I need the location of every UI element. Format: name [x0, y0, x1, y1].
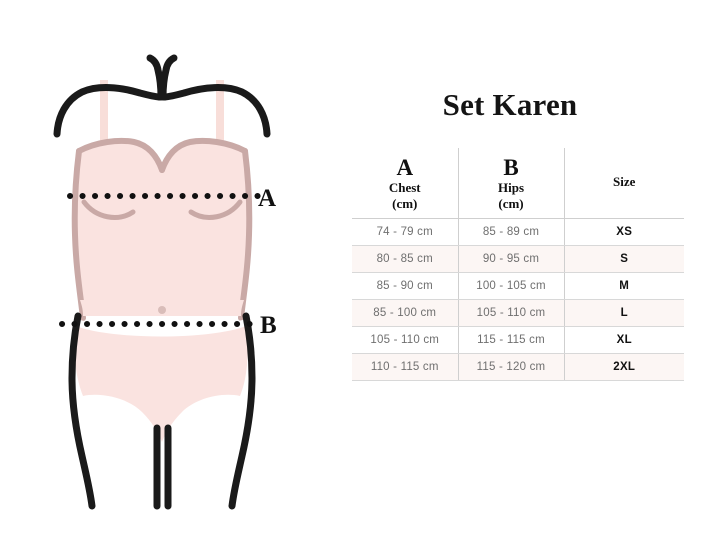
left-strap [100, 80, 108, 148]
header-name-hips: Hips [497, 179, 524, 195]
waistband-gap [72, 318, 250, 335]
body-figure-svg: A B [53, 54, 277, 510]
panty-fill [74, 326, 248, 442]
cell-size: S [563, 245, 684, 273]
straps-group [100, 80, 224, 148]
size-table-head: A Chest (cm) B Hips (cm) Size [352, 148, 684, 219]
page-title: Set Karen [442, 87, 578, 122]
right-neck-hook [159, 54, 178, 101]
cell-hips: 105 - 110 cm [457, 299, 564, 327]
header-cell-size: Size [563, 148, 684, 219]
right-underbust-line [188, 199, 243, 220]
right-cup-outline [159, 137, 248, 173]
cell-hips: 90 - 95 cm [457, 245, 564, 273]
bodice-left-outline [71, 148, 86, 321]
torso-group [71, 137, 253, 321]
cell-chest: 74 - 79 cm [352, 218, 458, 246]
cell-chest: 105 - 110 cm [352, 326, 458, 354]
header-unit-hips: (cm) [498, 195, 524, 211]
size-table: A Chest (cm) B Hips (cm) Size [352, 148, 684, 381]
cell-hips: 115 - 120 cm [457, 353, 564, 381]
cell-size: XS [563, 218, 684, 246]
header-name-size: Size [613, 174, 636, 189]
hip-group [72, 300, 250, 442]
cell-chest: 80 - 85 cm [352, 245, 458, 273]
cell-chest: 85 - 100 cm [352, 299, 458, 327]
header-unit-chest: (cm) [392, 195, 418, 211]
left-leg-outline [68, 312, 96, 510]
left-neck-hook [146, 54, 165, 101]
left-cup-outline [76, 137, 165, 173]
chest-measure-label: A [258, 185, 276, 212]
right-strap [216, 80, 224, 148]
left-shoulder-line [53, 84, 164, 138]
cell-hips: 100 - 105 cm [457, 272, 564, 300]
cell-chest: 85 - 90 cm [352, 272, 458, 300]
bodice-fill [74, 140, 250, 316]
cell-chest: 110 - 115 cm [352, 353, 458, 381]
right-shoulder-line [160, 84, 271, 138]
size-table-container: A Chest (cm) B Hips (cm) Size [352, 148, 684, 381]
header-letter-b: B [503, 154, 519, 180]
cell-hips: 115 - 115 cm [457, 326, 564, 354]
cell-size: M [563, 272, 684, 300]
header-cell-hips: B Hips (cm) [457, 148, 564, 219]
header-name-chest: Chest [388, 179, 421, 195]
body-illustration: A B [0, 0, 340, 540]
cell-size: 2XL [563, 353, 684, 381]
navel-dot [158, 306, 166, 314]
cell-hips: 85 - 89 cm [457, 218, 564, 246]
right-leg-outline [228, 312, 256, 510]
cell-size: XL [563, 326, 684, 354]
chart-panel: Set Karen A Chest (cm) [340, 0, 720, 540]
header-letter-a: A [396, 154, 414, 180]
legs-group [68, 312, 256, 510]
left-underbust-line [81, 199, 136, 220]
silhouette-group [53, 54, 271, 138]
table-header-row: A Chest (cm) B Hips (cm) Size [352, 148, 684, 219]
hips-measure-label: B [260, 312, 277, 339]
header-cell-chest: A Chest (cm) [352, 148, 458, 219]
bodice-right-outline [238, 148, 253, 321]
cell-size: L [563, 299, 684, 327]
